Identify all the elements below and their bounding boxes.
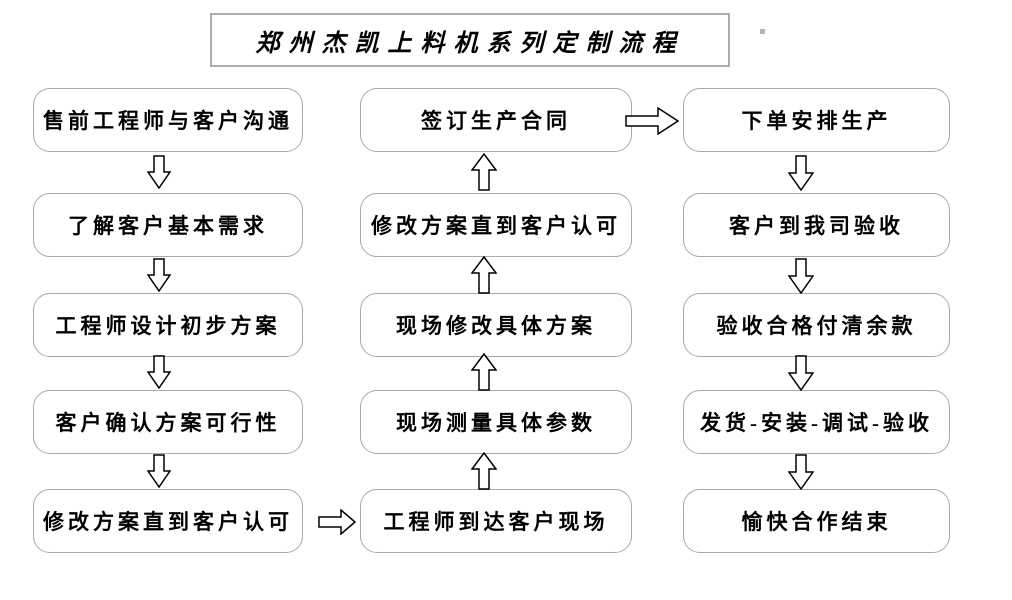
right-arrow-icon xyxy=(318,509,356,535)
flow-node-revise-until-approved-onsite: 修改方案直到客户认可 xyxy=(360,193,632,257)
flow-node-initial-design: 工程师设计初步方案 xyxy=(33,293,303,357)
flow-node-pay-balance: 验收合格付清余款 xyxy=(683,293,950,357)
right-arrow-icon xyxy=(625,107,679,135)
flow-node-onsite-revise-plan: 现场修改具体方案 xyxy=(360,293,632,357)
down-arrow-icon xyxy=(147,155,171,189)
flow-node-confirm-feasibility: 客户确认方案可行性 xyxy=(33,390,303,454)
page-title: 郑州杰凯上料机系列定制流程 xyxy=(255,30,685,57)
flow-node-delivery-install-debug: 发货-安装-调试-验收 xyxy=(683,390,950,454)
up-arrow-icon xyxy=(471,153,497,191)
down-arrow-icon xyxy=(147,355,171,389)
title-box: 郑州杰凯上料机系列定制流程 xyxy=(210,13,730,67)
flow-node-revise-until-approved: 修改方案直到客户认可 xyxy=(33,489,303,553)
flow-node-sign-contract: 签订生产合同 xyxy=(360,88,632,152)
artifact-dot xyxy=(760,29,765,34)
flow-node-engineer-arrive-site: 工程师到达客户现场 xyxy=(360,489,632,553)
down-arrow-icon xyxy=(147,258,171,292)
down-arrow-icon xyxy=(788,155,814,191)
flow-node-understand-requirements: 了解客户基本需求 xyxy=(33,193,303,257)
flow-node-onsite-measure-params: 现场测量具体参数 xyxy=(360,390,632,454)
down-arrow-icon xyxy=(147,454,171,488)
flow-node-customer-acceptance-visit: 客户到我司验收 xyxy=(683,193,950,257)
flow-node-cooperation-end: 愉快合作结束 xyxy=(683,489,950,553)
down-arrow-icon xyxy=(788,258,814,294)
up-arrow-icon xyxy=(471,452,497,490)
up-arrow-icon xyxy=(471,256,497,294)
down-arrow-icon xyxy=(788,355,814,391)
flow-node-presales-communication: 售前工程师与客户沟通 xyxy=(33,88,303,152)
flow-node-order-production: 下单安排生产 xyxy=(683,88,950,152)
up-arrow-icon xyxy=(471,353,497,391)
down-arrow-icon xyxy=(788,454,814,490)
